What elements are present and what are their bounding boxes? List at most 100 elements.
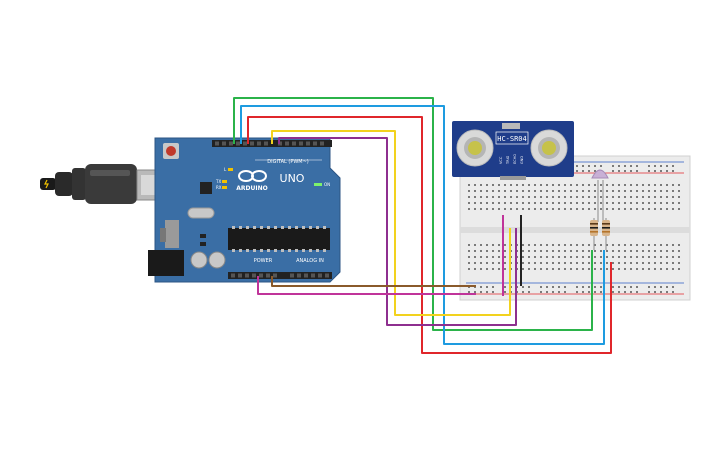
breadboard-hole: [618, 165, 620, 167]
breadboard-hole: [618, 202, 620, 204]
breadboard-hole: [498, 256, 500, 258]
breadboard-hole: [528, 250, 530, 252]
breadboard-hole: [630, 268, 632, 270]
breadboard-hole: [594, 170, 596, 172]
breadboard-hole: [660, 190, 662, 192]
breadboard-hole: [672, 184, 674, 186]
breadboard-hole: [600, 291, 602, 293]
breadboard-hole: [558, 196, 560, 198]
breadboard-hole: [486, 262, 488, 264]
breadboard-hole: [516, 190, 518, 192]
breadboard-hole: [660, 256, 662, 258]
breadboard-hole: [636, 286, 638, 288]
breadboard-hole: [558, 208, 560, 210]
wire-brown: [271, 276, 476, 287]
breadboard-hole: [474, 262, 476, 264]
breadboard-hole: [630, 202, 632, 204]
breadboard-hole: [600, 196, 602, 198]
breadboard-hole: [528, 244, 530, 246]
breadboard-hole: [552, 202, 554, 204]
breadboard-hole: [654, 268, 656, 270]
breadboard-hole: [492, 184, 494, 186]
breadboard-hole: [528, 202, 530, 204]
breadboard-hole: [468, 190, 470, 192]
breadboard-hole: [618, 184, 620, 186]
breadboard-hole: [510, 208, 512, 210]
breadboard-hole: [588, 244, 590, 246]
breadboard-hole: [540, 291, 542, 293]
breadboard-hole: [672, 250, 674, 252]
breadboard-hole: [594, 184, 596, 186]
breadboard-hole: [654, 170, 656, 172]
breadboard-hole: [582, 268, 584, 270]
breadboard-hole: [630, 291, 632, 293]
breadboard-hole: [624, 196, 626, 198]
breadboard-hole: [648, 256, 650, 258]
rx-label: RX: [216, 185, 222, 190]
breadboard-hole: [504, 286, 506, 288]
breadboard-hole: [624, 286, 626, 288]
breadboard-hole: [642, 256, 644, 258]
breadboard-hole: [564, 286, 566, 288]
breadboard-hole: [540, 244, 542, 246]
breadboard-hole: [486, 184, 488, 186]
breadboard-hole: [582, 244, 584, 246]
breadboard-hole: [666, 165, 668, 167]
breadboard-hole: [606, 208, 608, 210]
breadboard-hole: [528, 208, 530, 210]
breadboard-hole: [480, 190, 482, 192]
breadboard-hole: [546, 256, 548, 258]
breadboard-hole: [624, 184, 626, 186]
breadboard-hole: [642, 244, 644, 246]
breadboard-hole: [588, 170, 590, 172]
sensor-pin-trig: TRIG: [506, 155, 510, 165]
breadboard-hole: [558, 268, 560, 270]
breadboard-hole: [660, 202, 662, 204]
breadboard-hole: [606, 190, 608, 192]
breadboard-hole: [630, 286, 632, 288]
breadboard-hole: [564, 244, 566, 246]
breadboard-hole: [504, 268, 506, 270]
breadboard-hole: [612, 196, 614, 198]
breadboard-hole: [660, 165, 662, 167]
breadboard-hole: [612, 268, 614, 270]
breadboard-hole: [480, 250, 482, 252]
wire-red: [247, 116, 612, 354]
breadboard-hole: [654, 165, 656, 167]
breadboard-hole: [534, 196, 536, 198]
breadboard-hole: [552, 244, 554, 246]
breadboard-hole: [564, 262, 566, 264]
breadboard-hole: [570, 196, 572, 198]
breadboard-hole: [588, 268, 590, 270]
breadboard-hole: [636, 196, 638, 198]
breadboard-hole: [648, 165, 650, 167]
breadboard-hole: [678, 196, 680, 198]
breadboard-hole: [594, 190, 596, 192]
breadboard-hole: [534, 268, 536, 270]
breadboard-hole: [666, 250, 668, 252]
breadboard-hole: [576, 184, 578, 186]
breadboard-hole: [582, 208, 584, 210]
breadboard-hole: [642, 190, 644, 192]
breadboard-hole: [480, 196, 482, 198]
breadboard-hole: [498, 250, 500, 252]
breadboard-hole: [642, 268, 644, 270]
breadboard-hole: [672, 291, 674, 293]
breadboard-hole: [528, 256, 530, 258]
breadboard-hole: [630, 244, 632, 246]
breadboard-hole: [630, 184, 632, 186]
breadboard-hole: [522, 262, 524, 264]
breadboard-hole: [594, 262, 596, 264]
breadboard-hole: [552, 286, 554, 288]
breadboard-hole: [618, 268, 620, 270]
breadboard-hole: [666, 286, 668, 288]
breadboard-hole: [474, 256, 476, 258]
breadboard-hole: [504, 190, 506, 192]
usb-cable: [40, 164, 168, 204]
breadboard-hole: [660, 268, 662, 270]
breadboard-hole: [474, 244, 476, 246]
breadboard-hole: [504, 208, 506, 210]
breadboard-hole: [576, 165, 578, 167]
breadboard-hole: [516, 202, 518, 204]
breadboard-hole: [546, 196, 548, 198]
